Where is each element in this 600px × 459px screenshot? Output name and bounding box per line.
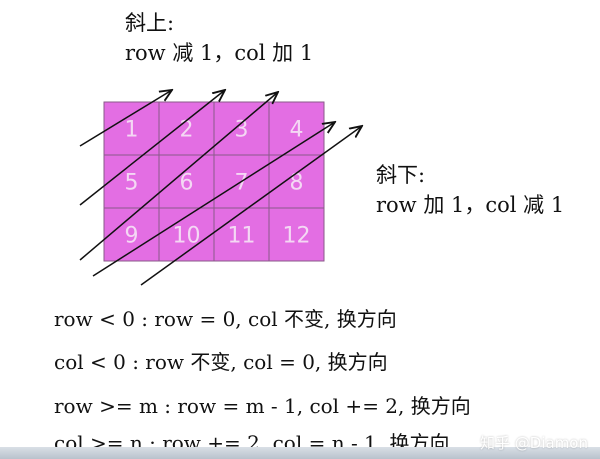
diagonal-up-title: 斜上: <box>125 11 175 35</box>
matrix-cell <box>268 154 325 209</box>
matrix-cell-value: 1 <box>125 118 139 143</box>
rule-col-underflow: col < 0 : row 不变, col = 0, 换方向 <box>54 350 388 374</box>
diagonal-up-rule: row 减 1，col 加 1 <box>125 41 314 65</box>
diagonal-arrow <box>79 92 278 261</box>
matrix-cell-value: 5 <box>125 171 139 196</box>
matrix-cell-value: 12 <box>283 224 311 249</box>
diagonal-arrows <box>79 90 362 286</box>
matrix-cell-value: 4 <box>290 118 304 143</box>
matrix-cell <box>268 207 325 262</box>
rule-row-overflow: row >= m : row = m - 1, col += 2, 换方向 <box>54 394 471 418</box>
matrix-cell-value: 11 <box>228 224 256 249</box>
matrix-cell-value: 7 <box>235 171 249 196</box>
watermark: 知乎 @Diamon <box>480 434 588 452</box>
slide-bottom-band <box>0 447 600 459</box>
matrix-cell-value: 10 <box>173 224 201 249</box>
matrix-cell-value: 9 <box>125 224 139 249</box>
diagonal-arrow <box>79 90 172 147</box>
diagonal-arrow <box>79 90 225 206</box>
matrix-cell-value: 6 <box>180 171 194 196</box>
matrix-cell <box>213 207 270 262</box>
matrix-cell-value: 3 <box>235 118 249 143</box>
diagonal-arrow <box>140 126 362 286</box>
diagonal-arrow <box>92 122 335 277</box>
rule-row-underflow: row < 0 : row = 0, col 不变, 换方向 <box>54 307 397 331</box>
diagonal-down-rule: row 加 1，col 减 1 <box>376 193 565 217</box>
matrix-cell <box>213 101 270 156</box>
diagonal-down-title: 斜下: <box>376 163 426 187</box>
matrix-cell-value: 8 <box>290 171 304 196</box>
